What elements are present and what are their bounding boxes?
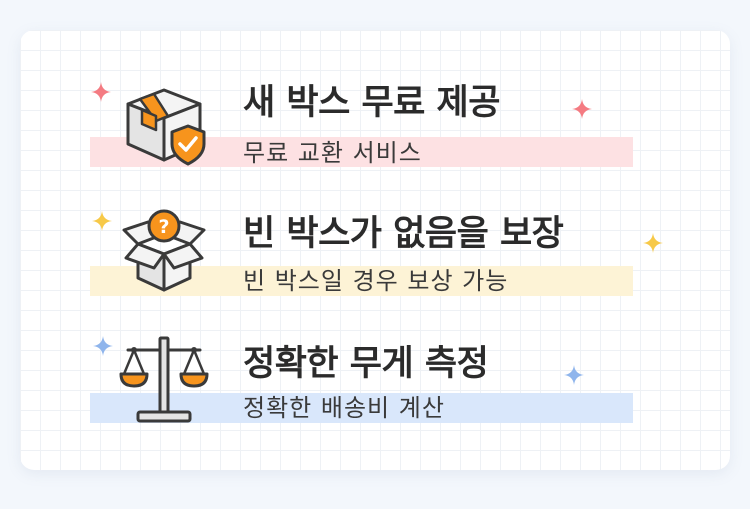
balance-scale-icon	[118, 334, 210, 426]
feature-row-accurate-weight: 정확한 무게 측정 정확한 배송비 계산	[0, 0, 750, 423]
sparkle-icon	[643, 233, 663, 253]
feature-title: 새 박스 무료 제공	[243, 83, 500, 123]
feature-subtitle: 빈 박스일 경우 보상 가능	[243, 267, 509, 295]
feature-row-no-empty-box: ? 빈 박스가 없음을 보장 빈 박스일 경우 보상 가능	[0, 0, 750, 296]
open-box-question-icon: ?	[118, 204, 210, 296]
feature-subtitle: 무료 교환 서비스	[243, 139, 422, 167]
sparkle-icon	[93, 336, 113, 356]
sparkle-icon	[572, 99, 592, 119]
feature-subtitle: 정확한 배송비 계산	[243, 394, 445, 422]
sparkle-icon	[92, 211, 112, 231]
svg-text:?: ?	[158, 216, 169, 238]
sparkle-icon	[564, 365, 584, 385]
sparkle-icon	[91, 82, 111, 102]
feature-title: 정확한 무게 측정	[243, 344, 489, 384]
feature-title: 빈 박스가 없음을 보장	[243, 214, 564, 254]
box-shield-icon	[118, 78, 210, 170]
feature-row-free-box: 새 박스 무료 제공 무료 교환 서비스	[0, 0, 750, 167]
